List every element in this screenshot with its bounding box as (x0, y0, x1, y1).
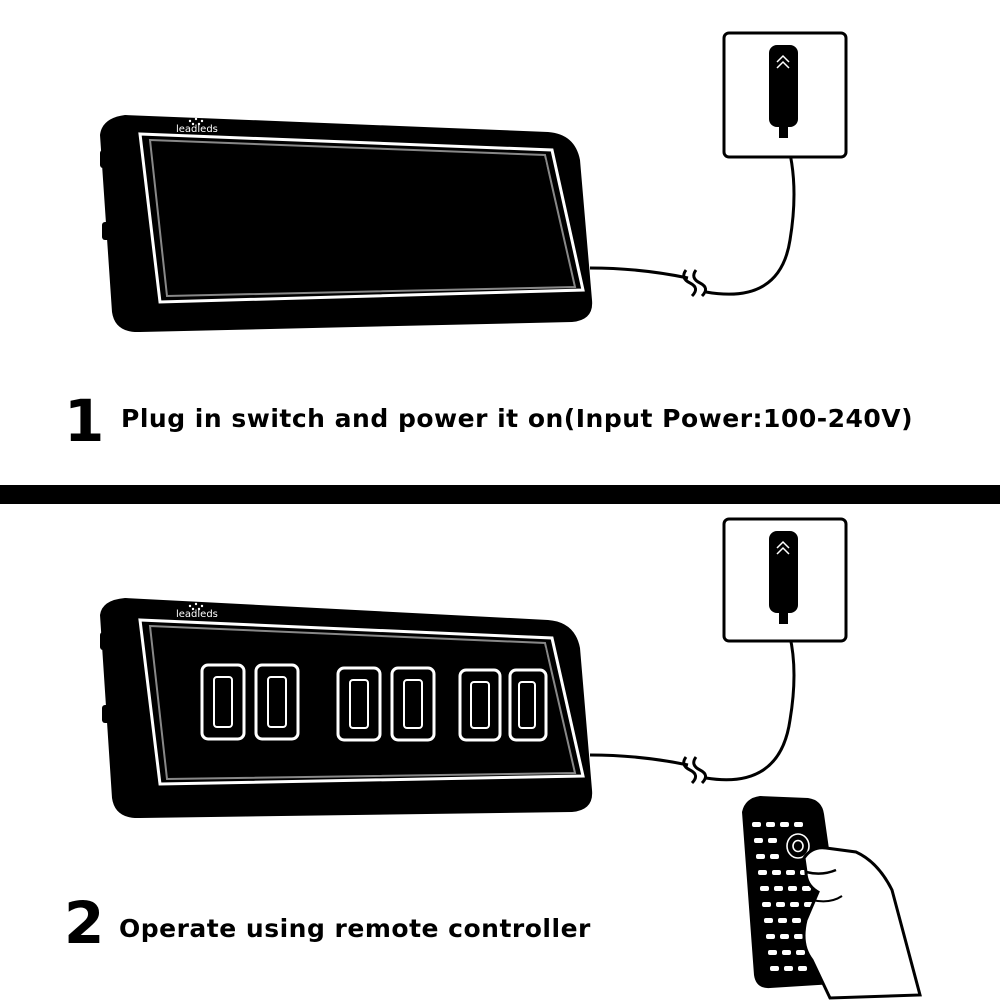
remote-key (758, 870, 767, 875)
step-2-instruction: Operate using remote controller (119, 914, 591, 943)
step-2-number: 2 (64, 889, 105, 957)
remote-key (784, 966, 793, 971)
remote-key (792, 918, 801, 923)
remote-key (796, 950, 805, 955)
remote-key (780, 934, 789, 939)
power-plug-icon (769, 45, 798, 138)
hand-icon (802, 846, 922, 1000)
remote-key (774, 886, 783, 891)
remote-key (770, 966, 779, 971)
brand-logo-2: leadleds (176, 609, 218, 620)
remote-key (772, 870, 781, 875)
remote-key (802, 886, 811, 891)
remote-key (794, 822, 803, 827)
remote-key (798, 966, 807, 971)
remote-key (756, 854, 765, 859)
remote-key (788, 886, 797, 891)
step-1-number: 1 (64, 387, 105, 455)
remote-key (752, 822, 761, 827)
remote-key (760, 886, 769, 891)
remote-key (776, 902, 785, 907)
power-plug-icon-2 (769, 531, 798, 624)
remote-key (768, 838, 777, 843)
remote-key (790, 902, 799, 907)
timer-digits (200, 663, 548, 742)
led-timer-device-on: leadleds (100, 598, 593, 819)
remote-key (754, 838, 763, 843)
section-divider (0, 485, 1000, 504)
brand-logo: leadleds (176, 124, 218, 135)
remote-key (782, 950, 791, 955)
remote-key (768, 950, 777, 955)
power-cable (589, 134, 796, 296)
remote-key (778, 918, 787, 923)
remote-key (766, 822, 775, 827)
remote-key (780, 822, 789, 827)
remote-key (766, 934, 775, 939)
step-1-instruction: Plug in switch and power it on(Input Pow… (121, 404, 914, 433)
power-cable-2 (589, 619, 796, 782)
led-timer-device-off: leadleds (100, 115, 593, 333)
remote-key (762, 902, 771, 907)
remote-key (770, 854, 779, 859)
remote-key (764, 918, 773, 923)
remote-key (786, 870, 795, 875)
remote-key (794, 934, 803, 939)
